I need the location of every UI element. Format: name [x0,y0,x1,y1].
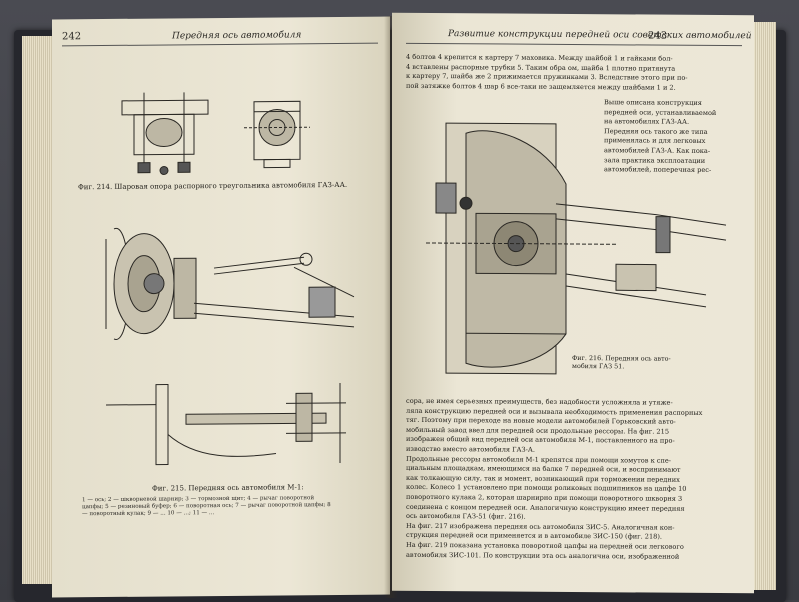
top-paragraph: 4 болтов 4 крепится к картеру 7 маховика… [406,53,742,94]
page-number-left: 242 [62,31,81,42]
caption-fig-216: Фиг. 216. Передняя ось авто- мобиля ГАЗ … [572,354,671,371]
text-line: автомобиля ЗИС-101. По конструкции эта о… [406,550,742,562]
running-head-right: Развитие конструкции передней оси советс… [448,29,752,41]
header-rule-right [406,43,742,46]
figure-215-plan-view [96,373,366,475]
running-head-left: Передняя ось автомобиля [172,30,301,41]
right-page: Развитие конструкции передней оси советс… [392,13,754,594]
figure-216-gaz51-axle [406,103,736,395]
left-page: 242 Передняя ось автомобиля Фиг. 214. Ша… [52,17,390,598]
figure-214-ball-joint [104,81,324,183]
main-body-text: сора, не имея серьезных преимуществ, без… [406,397,742,562]
header-rule-left [62,43,378,47]
caption-fig-215: Фиг. 215. Передняя ось автомобиля М-1: [152,483,304,492]
fig-215-legend: 1 — ось; 2 — шкворневой шарнир; 3 — торм… [82,495,334,545]
caption-line: мобиля ГАЗ 51. [572,362,671,371]
page-number-right: 243 [648,31,667,42]
text-line: пой затяжке болтов 4 шар 6 все-таки не з… [406,82,742,94]
caption-fig-214: Фиг. 214. Шаровая опора распорного треуг… [78,181,347,191]
figure-215-front-axle [94,207,364,359]
